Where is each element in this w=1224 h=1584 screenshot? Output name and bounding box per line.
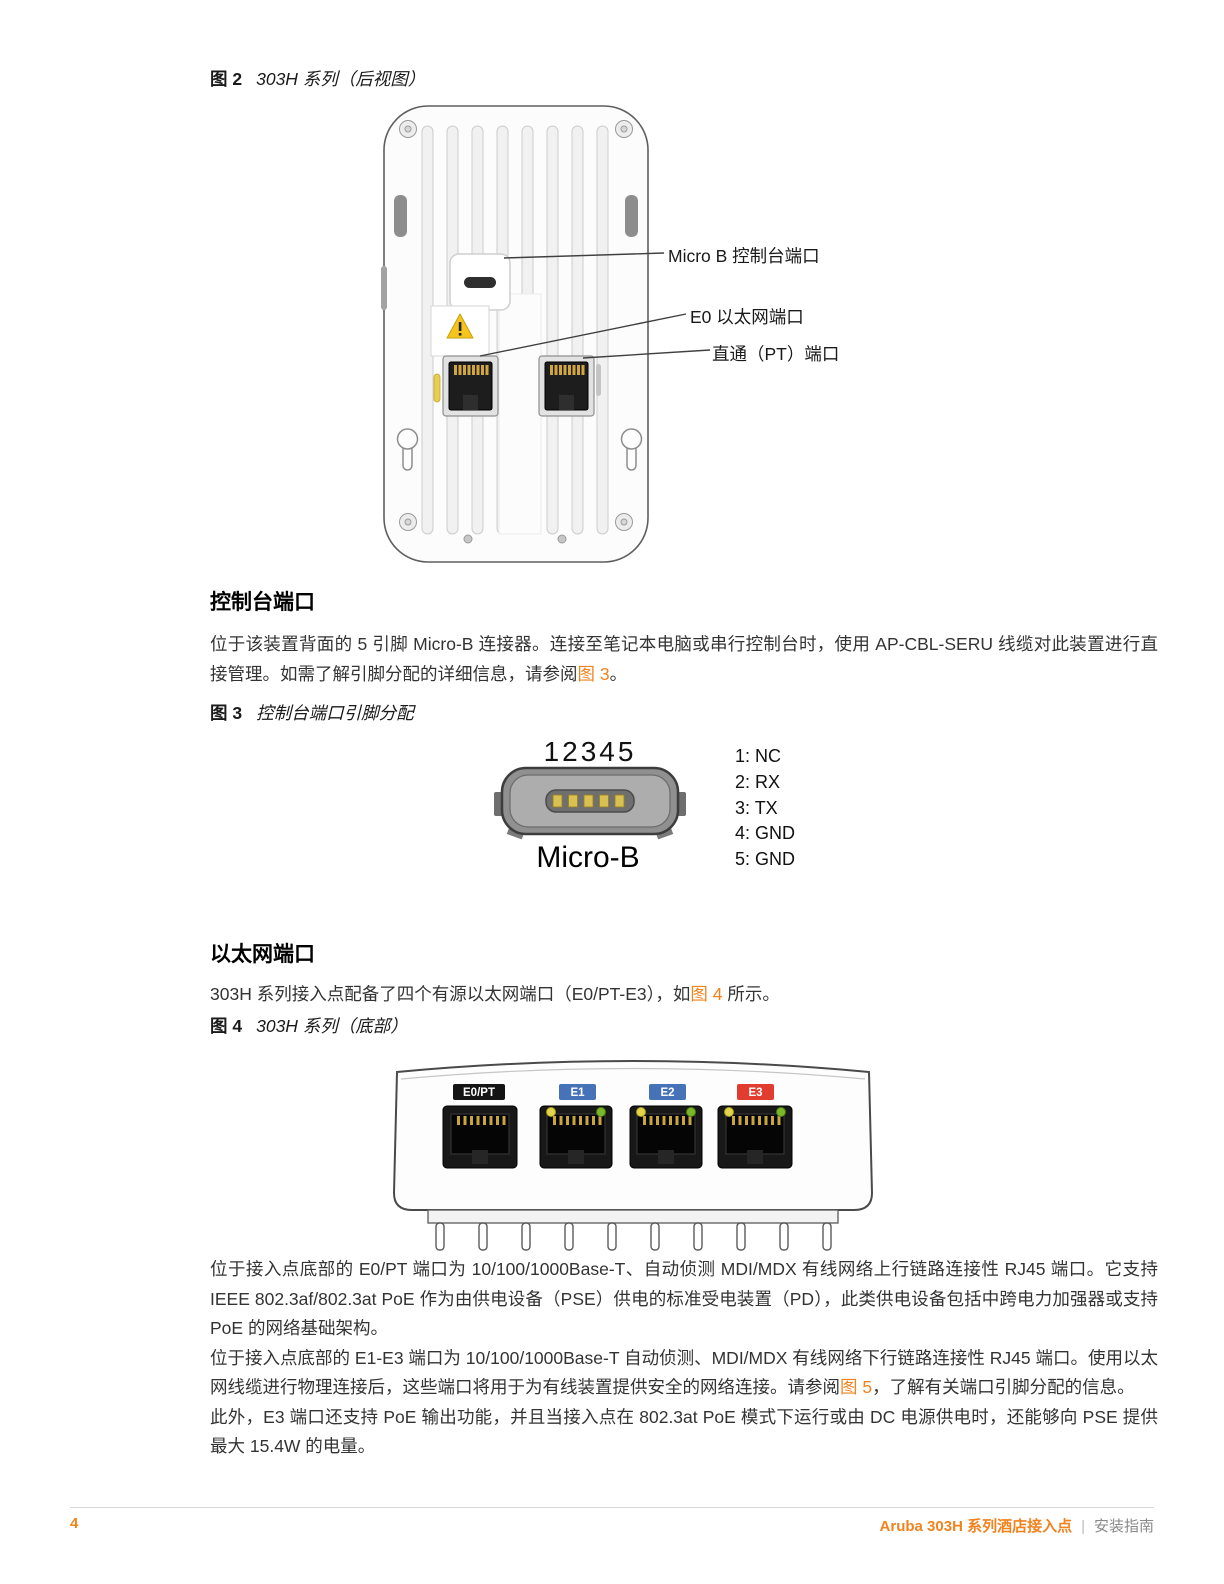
footer-divider: [70, 1507, 1154, 1508]
mounting-slots: [381, 195, 638, 310]
footer-separator: |: [1081, 1518, 1085, 1535]
console-paragraph-text: 位于该装置背面的 5 引脚 Micro-B 连接器。连接至笔记本电脑或串行控制台…: [210, 634, 1158, 684]
callout-e0-ethernet-port: E0 以太网端口: [690, 307, 804, 327]
callout-micro-b-console-port: Micro B 控制台端口: [668, 246, 820, 266]
pin-assignment-2: 2: RX: [735, 771, 781, 792]
e2-led-green: [686, 1107, 696, 1117]
footer-doc-title: Aruba 303H 系列酒店接入点: [879, 1518, 1073, 1535]
figure2-caption: 图 2 303H 系列（后视图）: [210, 66, 425, 91]
ethernet-description-block: 位于接入点底部的 E0/PT 端口为 10/100/1000Base-T、自动侦…: [210, 1255, 1158, 1462]
micro-b-connector-face: [494, 766, 686, 840]
e3-led-green: [776, 1107, 786, 1117]
figure4-title: 303H 系列（底部）: [256, 1016, 408, 1036]
footer-doc-subtitle: 安装指南: [1093, 1518, 1154, 1535]
rj45-port-e3: [717, 1105, 793, 1169]
pt-port: [538, 355, 595, 417]
port-label-e3: [737, 1084, 774, 1100]
figure4-caption: 图 4 303H 系列（底部）: [210, 1013, 408, 1038]
micro-b-console-port: [449, 253, 511, 311]
pt-indicator: [596, 364, 601, 396]
connector-pins: [435, 1222, 832, 1251]
pin-assignment-4: 4: GND: [735, 823, 796, 844]
console-port-paragraph: 位于该装置背面的 5 引脚 Micro-B 连接器。连接至笔记本电脑或串行控制台…: [210, 630, 1158, 689]
bottom-screw-left: [463, 534, 473, 544]
connector-name-label: Micro-B: [536, 841, 639, 874]
ethernet-port-paragraph: 303H 系列接入点配备了四个有源以太网端口（E0/PT-E3），如图 4 所示…: [210, 980, 1158, 1010]
e3-led-yellow: [724, 1107, 734, 1117]
paragraph-e1e3-text: 位于接入点底部的 E1-E3 端口为 10/100/1000Base-T 自动侦…: [210, 1347, 1158, 1398]
svg-text:E1: E1: [570, 1087, 585, 1099]
warning-label: [430, 305, 490, 357]
figure3-title: 控制台端口引脚分配: [256, 703, 414, 723]
footer-text: Aruba 303H 系列酒店接入点 | 安装指南: [880, 1515, 1154, 1536]
port-label-e2: [649, 1084, 686, 1100]
console-paragraph-end: 。: [609, 663, 628, 684]
bottom-shelf: [427, 1209, 839, 1224]
pin-assignment-1: 1: NC: [735, 746, 782, 766]
svg-text:E0/PT: E0/PT: [463, 1087, 495, 1099]
callout-lines: [479, 252, 711, 359]
figure2-title: 303H 系列（后视图）: [256, 69, 426, 89]
figure4-bottom-view-illustration: E0/PT E1 E2 E3: [392, 1060, 874, 1251]
paragraph-e1e3: 位于接入点底部的 E1-E3 端口为 10/100/1000Base-T 自动侦…: [210, 1344, 1158, 1403]
figure2-label: 图 2: [210, 69, 243, 89]
e0-indicator: [433, 373, 441, 403]
rj45-port-e2: [629, 1105, 703, 1169]
ethernet-paragraph-text: 303H 系列接入点配备了四个有源以太网端口（E0/PT-E3），如: [210, 984, 691, 1004]
figure3-crossref-link[interactable]: 图 3: [577, 663, 610, 684]
e1-led-yellow: [546, 1107, 556, 1117]
center-column: [498, 293, 542, 535]
bottom-screw-right: [557, 534, 567, 544]
e0-ethernet-port: [442, 355, 499, 417]
port-label-e0pt: [453, 1084, 505, 1100]
figure3-microb-illustration: 12345 Micro-B: [494, 736, 686, 874]
figure5-crossref-link[interactable]: 图 5: [840, 1377, 873, 1397]
connector-pins-gold: [552, 794, 625, 808]
pin-assignment-5: 5: GND: [735, 849, 796, 870]
ethernet-paragraph-end: 所示。: [722, 984, 780, 1004]
paragraph-e1e3-end: ，了解有关端口引脚分配的信息。: [872, 1377, 1135, 1397]
page-number: 4: [70, 1515, 79, 1532]
figure3-caption: 图 3 控制台端口引脚分配: [210, 700, 414, 725]
rj45-port-e1: [539, 1105, 613, 1169]
pin-numbers-label: 12345: [544, 736, 637, 767]
paragraph-poe-out: 此外，E3 端口还支持 PoE 输出功能，并且当接入点在 802.3at PoE…: [210, 1406, 1158, 1457]
svg-text:E3: E3: [748, 1087, 762, 1099]
ethernet-port-heading: 以太网端口: [210, 943, 315, 966]
rj45-port-e0pt: [442, 1105, 518, 1169]
pin-assignment-3: 3: TX: [735, 797, 778, 818]
console-port-heading: 控制台端口: [210, 591, 315, 614]
corner-screws: [399, 120, 633, 531]
port-label-e1: [559, 1084, 596, 1100]
figure3-label: 图 3: [210, 703, 243, 723]
figure4-label: 图 4: [210, 1016, 243, 1036]
paragraph-e0pt: 位于接入点底部的 E0/PT 端口为 10/100/1000Base-T、自动侦…: [210, 1259, 1158, 1338]
e1-led-green: [596, 1107, 606, 1117]
keyhole-mounts: [396, 428, 643, 471]
e2-led-yellow: [636, 1107, 646, 1117]
pin-assignment-list: 1: NC 2: RX 3: TX 4: GND 5: GND: [735, 744, 795, 873]
svg-text:E2: E2: [660, 1087, 674, 1099]
figure4-crossref-link[interactable]: 图 4: [690, 984, 723, 1004]
callout-pt-port: 直通（PT）端口: [712, 344, 840, 364]
figure2-rear-view-illustration: [381, 105, 711, 563]
